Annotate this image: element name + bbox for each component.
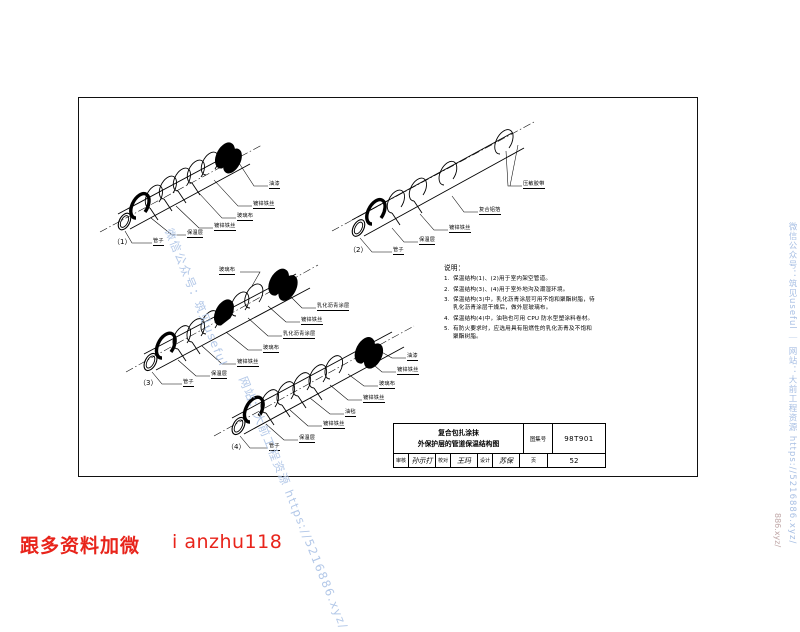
figure-1-label-pipe: 管子 [153,238,164,246]
note-index: 4. [444,315,450,322]
sheet-border [78,97,698,477]
figure-3-artwork [125,264,319,385]
figure-3-label-emulsified-asphalt-2: 乳化沥青涂层 [317,303,350,311]
title-block-top-row: 复合包扎涂抹 外保护层的管道保温结构图 图集号 98T901 [394,424,605,453]
figure-1-artwork [99,142,268,244]
note-text: 保温结构(3)、(4)用于室外地沟及潮湿环境。 [453,286,569,293]
drawing-title-line2: 外保护层的管道保温结构图 [417,439,500,448]
note-index: 1. [444,276,450,282]
note-index: 5. [444,326,450,333]
figure-4-label-galvanized-wire-3: 镀锌铁丝 [397,367,419,375]
figure-3-label-emulsified-asphalt-1: 乳化沥青涂层 [283,331,316,339]
check-label: 校对 [436,454,451,467]
figure-3-label-pipe: 管子 [183,379,194,387]
note-text: 保温结构(4)中，油毡也可用 CPU 防水型塑涂料卷材。 [453,315,594,322]
drawing-number-value: 98T901 [564,434,594,443]
figure-2-caption: （2） [349,246,368,254]
approval-label: 审核 [394,454,409,467]
design-label: 设计 [478,454,493,467]
drawing-title: 复合包扎涂抹 外保护层的管道保温结构图 [394,424,524,453]
title-block-bottom-row: 审核 孙示打 校对 王玛 设计 苏保 页 52 [394,453,605,467]
page-label: 页 [520,454,548,467]
figure-1-label-insulation-layer: 保温层 [187,230,204,238]
note-item: 1. 保温结构(1)、(2)用于室内架空管道。 [444,276,596,284]
drawing-number-label: 图集号 [524,424,553,453]
figure-2-label-composite-aluminum-foil: 复合铝箔 [479,207,501,215]
title-block: 复合包扎涂抹 外保护层的管道保温结构图 图集号 98T901 审核 孙示打 校对… [393,423,606,468]
note-item: 5. 有防火要求时，应选用具有阻燃性的乳化沥青及不饱和聚酯树脂。 [444,326,596,341]
figure-1-label-galvanized-wire-1: 镀锌铁丝 [214,223,236,231]
figure-3-label-galvanized-wire-1: 镀锌铁丝 [237,359,259,367]
note-text: 保温结构(3)中，乳化沥青涂层可用不饱和聚酯树脂，待乳化沥青涂层干燥后，做外层玻… [453,297,595,312]
note-index: 3. [444,297,450,304]
figure-4-label-galvanized-wire-2: 镀锌铁丝 [363,395,385,403]
approval-signature: 孙示打 [409,454,436,467]
drawing-title-line1: 复合包扎涂抹 [438,429,479,438]
note-item: 4. 保温结构(4)中，油毡也可用 CPU 防水型塑涂料卷材。 [444,316,596,324]
note-index: 2. [444,286,450,293]
note-item: 3. 保温结构(3)中，乳化沥青涂层可用不饱和聚酯树脂，待乳化沥青涂层干燥后，做… [444,297,596,312]
figure-2-label-pipe: 管子 [393,247,404,255]
figure-3-label-glass-cloth-1: 玻璃布 [263,345,280,353]
figure-4-label-glass-cloth: 玻璃布 [379,381,396,389]
design-signature: 苏保 [493,454,520,467]
figure-2-label-insulation-layer: 保温层 [419,237,436,245]
note-item: 2. 保温结构(3)、(4)用于室外地沟及潮湿环境。 [444,287,596,295]
note-text: 有防火要求时，应选用具有阻燃性的乳化沥青及不饱和聚酯树脂。 [453,326,593,341]
footer-promo-handle: i anzhu118 [172,531,283,553]
figure-2-label-pressure-sensitive-tape: 压敏胶带 [523,181,545,189]
drawing-sheet: （1） 管子 保温层 镀锌铁丝 玻璃布 镀锌铁丝 油漆 （2） 管子 保温层 镀… [20,97,797,632]
footer-promo-cn: 跟多资料加微 [20,535,141,557]
page-number: 52 [569,456,579,465]
note-text: 保温结构(1)、(2)用于室内架空管道。 [453,276,552,282]
figure-2-artwork [331,121,535,253]
figure-4-label-pipe: 管子 [269,443,280,451]
notes-block: 说明： 1. 保温结构(1)、(2)用于室内架空管道。 2. 保温结构(3)、(… [444,262,596,345]
check-signature: 王玛 [451,454,478,467]
figure-4-label-asphalt-felt: 油毡 [345,409,356,417]
figure-4-label-paint: 油漆 [407,353,418,361]
figure-1-caption: （1） [113,238,132,246]
figure-3-label-glass-cloth-2: 玻璃布 [219,267,236,275]
figure-4-caption: （4） [227,443,246,451]
figure-4-label-insulation-layer: 保温层 [299,435,316,443]
figure-2-label-galvanized-wire: 镀锌铁丝 [449,225,471,233]
figure-1-label-glass-cloth: 玻璃布 [237,213,254,221]
figure-3-label-galvanized-wire-2: 镀锌铁丝 [301,317,323,325]
figure-4-label-galvanized-wire-1: 镀锌铁丝 [323,421,345,429]
figure-1-label-galvanized-wire-2: 镀锌铁丝 [253,201,275,209]
figure-1-label-paint: 油漆 [269,181,280,189]
figure-4-artwork [213,325,415,449]
figure-3-label-insulation-layer: 保温层 [211,371,228,379]
figure-3-caption: （3） [139,379,158,387]
pipe-diagrams-artwork [99,121,535,449]
notes-title: 说明： [444,264,465,272]
